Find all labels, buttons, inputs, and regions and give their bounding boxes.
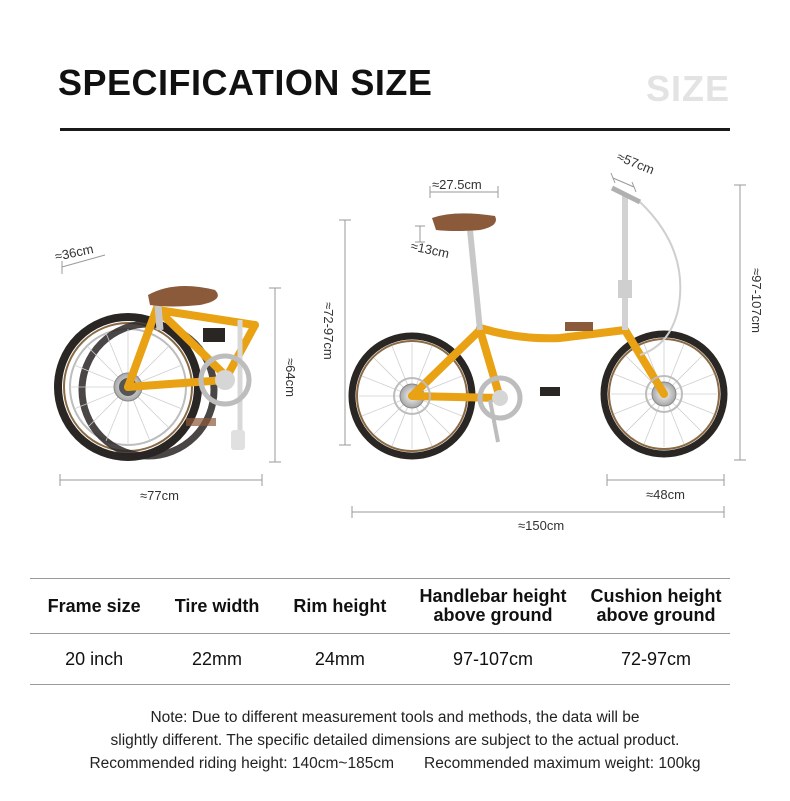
header-frame-size: Frame size <box>30 578 159 634</box>
bike-dimension-figure: ≈36cm ≈64cm ≈77cm <box>0 140 790 540</box>
header-handlebar-height: Handlebar height above ground <box>404 578 582 634</box>
header-tire-width: Tire width <box>158 578 276 634</box>
note-line-2: slightly different. The specific detaile… <box>110 732 680 749</box>
handlebar-width-label: ≈57cm <box>615 149 657 177</box>
value-frame-size: 20 inch <box>30 633 159 685</box>
saddle-length-label: ≈27.5cm <box>432 177 482 192</box>
note-line-1: Note: Due to different measurement tools… <box>150 709 640 726</box>
folded-height-label: ≈64cm <box>283 358 298 397</box>
unfolded-dimension-lines <box>339 172 746 518</box>
bike-illustration: ≈36cm ≈64cm ≈77cm <box>54 149 764 533</box>
seat-height-label: ≈72-97cm <box>321 302 336 360</box>
wheel-diameter-label: ≈48cm <box>646 487 685 502</box>
title-divider <box>60 128 730 131</box>
value-tire-width: 22mm <box>158 633 276 685</box>
header-cushion-height: Cushion height above ground <box>582 578 730 634</box>
value-handlebar-height: 97-107cm <box>404 633 582 685</box>
max-weight-text: Recommended maximum weight: 100kg <box>424 755 701 772</box>
value-cushion-height: 72-97cm <box>582 633 730 685</box>
folded-dimension-lines <box>59 254 281 486</box>
header-rim-height: Rim height <box>275 578 404 634</box>
disclaimer-note: Note: Due to different measurement tools… <box>20 706 770 775</box>
spec-table: Frame size Tire width Rim height Handleb… <box>30 578 730 685</box>
folded-length-label: ≈77cm <box>140 488 179 503</box>
riding-height-text: Recommended riding height: 140cm~185cm <box>89 755 395 772</box>
folded-bike <box>54 286 259 461</box>
page-title: SPECIFICATION SIZE <box>58 62 433 103</box>
value-rim-height: 24mm <box>275 633 404 685</box>
saddle-width-label: ≈13cm <box>409 238 450 261</box>
handlebar-height-label: ≈97-107cm <box>749 268 764 333</box>
folded-handle-width-label: ≈36cm <box>54 241 95 264</box>
unfolded-bike <box>348 185 728 460</box>
page-subtitle: SIZE <box>645 68 730 109</box>
recommendations: Recommended riding height: 140cm~185cm Re… <box>20 752 770 775</box>
spec-table-value-row: 20 inch 22mm 24mm 97-107cm 72-97cm <box>30 633 730 685</box>
spec-table-header-row: Frame size Tire width Rim height Handleb… <box>30 578 730 634</box>
unfolded-length-label: ≈150cm <box>518 518 564 533</box>
